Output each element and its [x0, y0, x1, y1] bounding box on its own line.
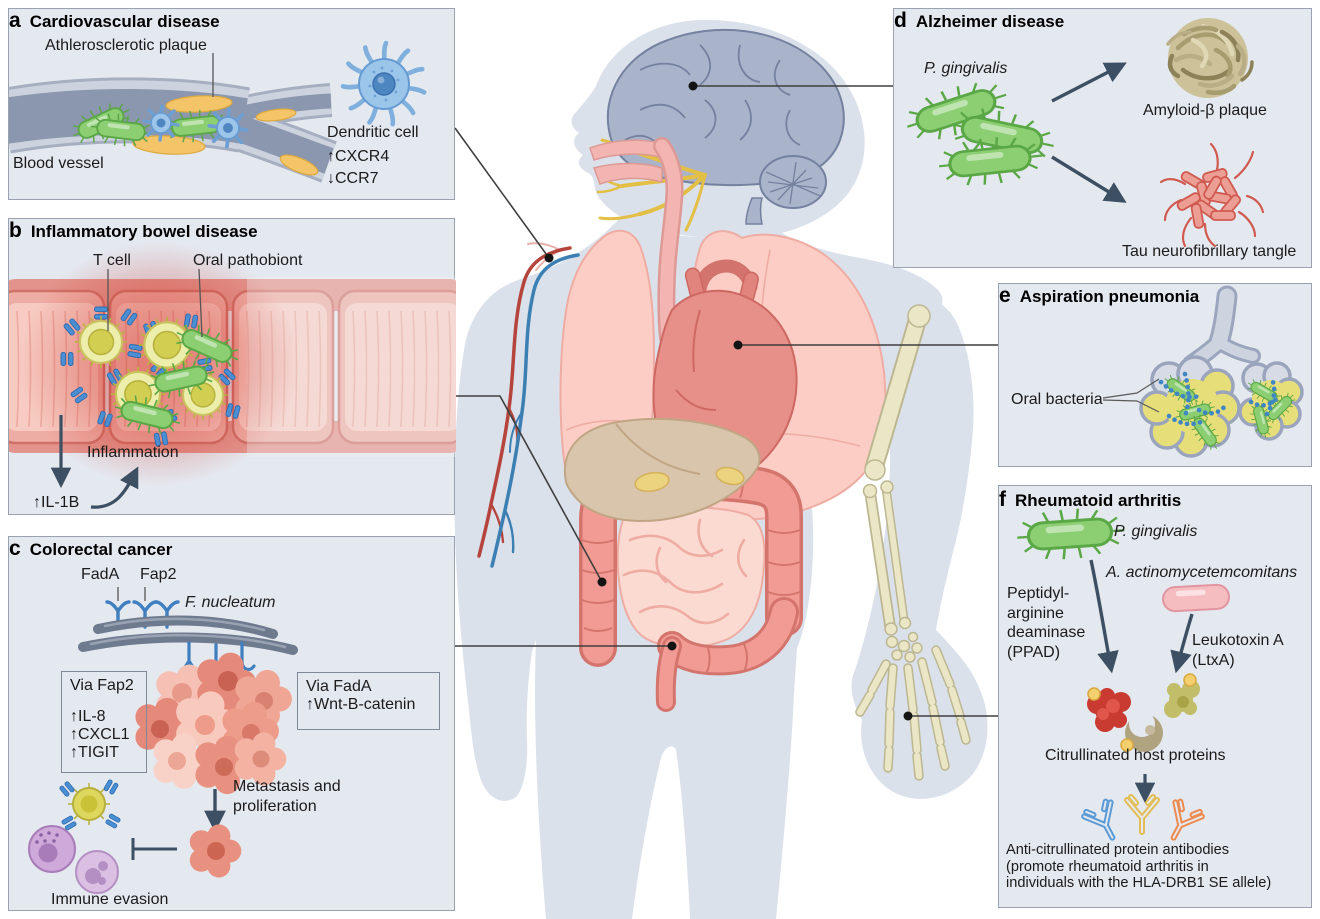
pathobiont-label: Oral pathobiont [193, 252, 303, 269]
panel-title: Colorectal cancer [29, 540, 173, 559]
acpa-label: Anti-citrullinated protein antibodies (p… [1006, 842, 1272, 892]
ppad-arrow [1089, 559, 1119, 674]
panel-rheumatoid: f Rheumatoid arthritis P. gingivalis A. … [998, 485, 1312, 908]
citrullinated-protein-olive-icon [1164, 673, 1200, 718]
monocyte-icon [75, 850, 119, 894]
nk-cell-icon [68, 783, 110, 825]
alzheimer-illustration [898, 18, 1265, 248]
pathobiont-leader-line [198, 268, 203, 338]
intestine-illustration [9, 242, 456, 509]
citrullinated-protein-tan-icon [1120, 711, 1163, 752]
via-fada-box: Via FadA ↑Wnt-B-catenin [297, 672, 440, 730]
cancer-cell-cluster-icon [135, 652, 292, 795]
panel-pneumonia: e Aspiration pneumonia Oral bacteria [998, 283, 1312, 467]
esophagus-icon [589, 137, 684, 347]
amyloid-arrow [1051, 62, 1127, 103]
dendritic-cell-small-icon [142, 104, 249, 149]
small-intestine-icon [616, 506, 766, 648]
fap2-label: Fap2 [140, 566, 177, 583]
panel-title: Aspiration pneumonia [1019, 287, 1200, 306]
panel-title: Rheumatoid arthritis [1015, 491, 1182, 510]
bronchiole-icon [1182, 285, 1261, 373]
tau-arrow [1051, 155, 1127, 203]
strep-chain-icons [1158, 371, 1282, 427]
fnucleatum-icon [78, 615, 298, 655]
panel-letter: b [9, 219, 22, 242]
tau-tangle-icon [1159, 142, 1265, 248]
antibody-icons [1081, 794, 1205, 841]
aactino-icon [1162, 583, 1230, 613]
bacterium-icon [1014, 504, 1128, 564]
panel-letter: c [9, 537, 21, 560]
aactino-label: A. actinomycetemcomitans [1106, 564, 1298, 581]
panel-letter: e [999, 284, 1011, 307]
panel-alzheimer: d Alzheimer disease P. gingivalis Amyloi… [893, 8, 1312, 268]
via-fap2-box: Via Fap2 ↑IL-8 ↑CXCL1 ↑TIGIT [61, 671, 147, 773]
arm-bones-icon [855, 304, 971, 781]
fnucleatum-label: F. nucleatum [185, 594, 276, 611]
citrullinated-label: Citrullinated host proteins [1045, 747, 1226, 764]
tcell-icon [74, 315, 128, 369]
via-fap2-items: ↑IL-8 ↑CXCL1 ↑TIGIT [70, 708, 130, 761]
immune-evasion-label: Immune evasion [51, 891, 169, 908]
connector-lines [454, 85, 998, 717]
oral-bacteria-leader-lines [1102, 378, 1160, 413]
panel-letter: d [894, 9, 907, 32]
rheumatoid-illustration [1014, 504, 1230, 841]
amyloid-plaque-icon [1166, 18, 1254, 98]
pgingivalis-label: P. gingivalis [924, 60, 1008, 77]
amyloid-label: Amyloid-β plaque [1143, 102, 1267, 119]
panel-cardiovascular: a Cardiovascular disease Athleroscleroti… [8, 8, 455, 200]
leukotoxin-label: Leukotoxin A (LtxA) [1192, 632, 1284, 669]
panel-letter: f [999, 488, 1006, 511]
tcell-label: T cell [93, 252, 131, 269]
colorectal-illustration [28, 587, 298, 894]
blood-vessel-label: Blood vessel [13, 155, 104, 172]
via-fada-item: ↑Wnt-B-catenin [306, 696, 416, 713]
ccr7-label: ↓CCR7 [327, 170, 379, 187]
oral-bacteria-label: Oral bacteria [1011, 391, 1103, 408]
cxcr4-label: ↑CXCR4 [327, 148, 390, 165]
pneumonia-illustration [1102, 285, 1304, 458]
via-fada-title: Via FadA [306, 678, 372, 695]
panel-title: Alzheimer disease [915, 12, 1065, 31]
via-fap2-title: Via Fap2 [70, 677, 134, 694]
macrophage-icon [28, 825, 76, 873]
inhibition-bar [131, 838, 177, 860]
liver-icon [564, 417, 761, 523]
plaque-label: Athlerosclerotic plaque [45, 37, 207, 54]
dendritic-cell-label: Dendritic cell [327, 124, 419, 141]
metastatic-cell-icon [189, 824, 242, 878]
panel-letter: a [9, 9, 21, 32]
ltxa-arrow [1170, 613, 1194, 674]
dendritic-cell-icon [340, 40, 427, 127]
panel-title: Inflammatory bowel disease [30, 222, 258, 241]
tau-label: Tau neurofibrillary tangle [1122, 243, 1297, 260]
panel-title: Cardiovascular disease [29, 12, 220, 31]
inflammation-label: Inflammation [87, 444, 179, 461]
vessel-illustration [9, 40, 427, 183]
citrullinated-protein-red-icon [1087, 687, 1131, 732]
plaque-icon [132, 95, 319, 176]
adhesin-leader-lines [117, 587, 146, 601]
fada-label: FadA [81, 566, 120, 583]
pgingivalis-label: P. gingivalis [1114, 523, 1198, 540]
metastasis-label: Metastasis and proliferation [233, 778, 341, 815]
ppad-label: Peptidyl- arginine deaminase (PPAD) [1007, 585, 1086, 661]
inflammation-arrow [90, 466, 139, 509]
panel-ibd: b Inflammatory bowel disease T cell Oral… [8, 218, 456, 515]
connector-dots [544, 81, 913, 721]
il1b-label: ↑IL-1B [33, 494, 80, 511]
panel-colorectal: c Colorectal cancer FadA Fap2 F. nucleat… [8, 536, 455, 911]
